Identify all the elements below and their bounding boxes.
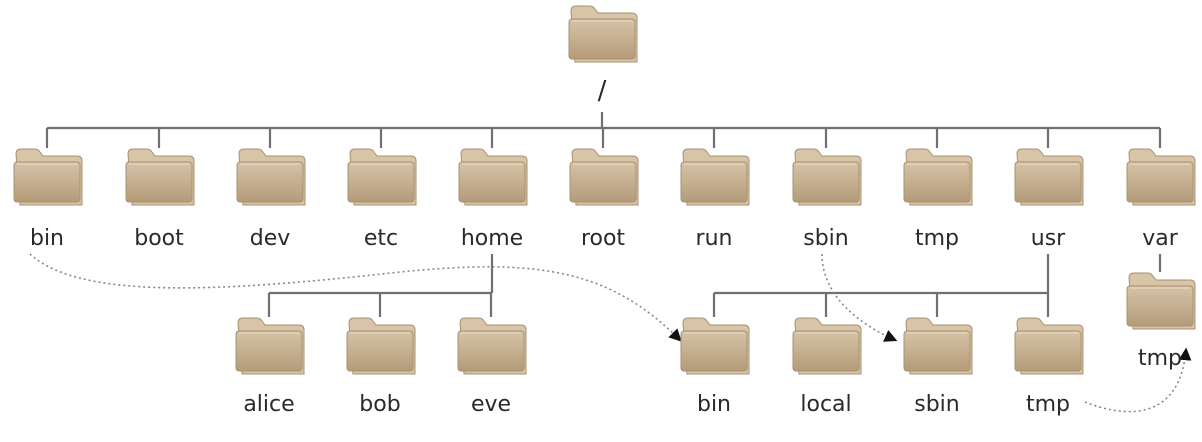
folder-icon-etc [347,148,417,206]
label-usr-local: local [800,392,852,417]
symlink-arrows [29,253,1192,413]
folder-icon-home-eve [457,317,527,375]
folder-icon-usr [1014,148,1084,206]
label-etc: etc [363,226,399,251]
label-home-bob: bob [359,392,401,417]
symlink-bin-to-usr-bin [29,253,682,342]
label-sbin: sbin [803,226,849,251]
folder-icon-dev [236,148,306,206]
symlink-sbin-to-usr-sbin [821,253,898,342]
folder-icon-usr-local [792,317,862,375]
folder-icon-home-bob [346,317,416,375]
root-label: / [597,76,607,106]
folder-icon-var [1126,148,1196,206]
label-dev: dev [249,226,291,251]
folder-icon-home-alice [235,317,305,375]
folder-icon-tmp [903,148,973,206]
label-home-eve: eve [470,392,512,417]
folder-icon-boot [125,148,195,206]
folder-icon-usr-bin [680,317,750,375]
folder-icons [13,5,1196,375]
label-usr-bin: bin [696,392,732,417]
label-root: root [580,226,626,251]
tree-connectors [45,112,1162,317]
label-boot: boot [134,226,184,251]
label-var: var [1142,226,1178,251]
folder-icon-home [458,148,528,206]
root-folder-icon [568,5,638,63]
label-home-alice: alice [243,392,295,417]
folder-icon-sbin [792,148,862,206]
folder-icon-usr-sbin [903,317,973,375]
folder-icon-bin [13,148,83,206]
label-usr-sbin: sbin [914,392,960,417]
label-tmp: tmp [914,226,960,251]
label-home: home [460,226,524,251]
folder-icon-var-tmp [1126,272,1196,330]
label-usr: usr [1030,226,1066,251]
label-bin: bin [29,226,65,251]
label-usr-tmp: tmp [1025,392,1071,417]
folder-icon-root [569,148,639,206]
label-var-tmp: tmp [1137,346,1183,371]
label-run: run [695,226,733,251]
folder-icon-run [680,148,750,206]
folder-icon-usr-tmp [1014,317,1084,375]
symlink-usr-tmp-to-var-tmp [1084,347,1192,413]
